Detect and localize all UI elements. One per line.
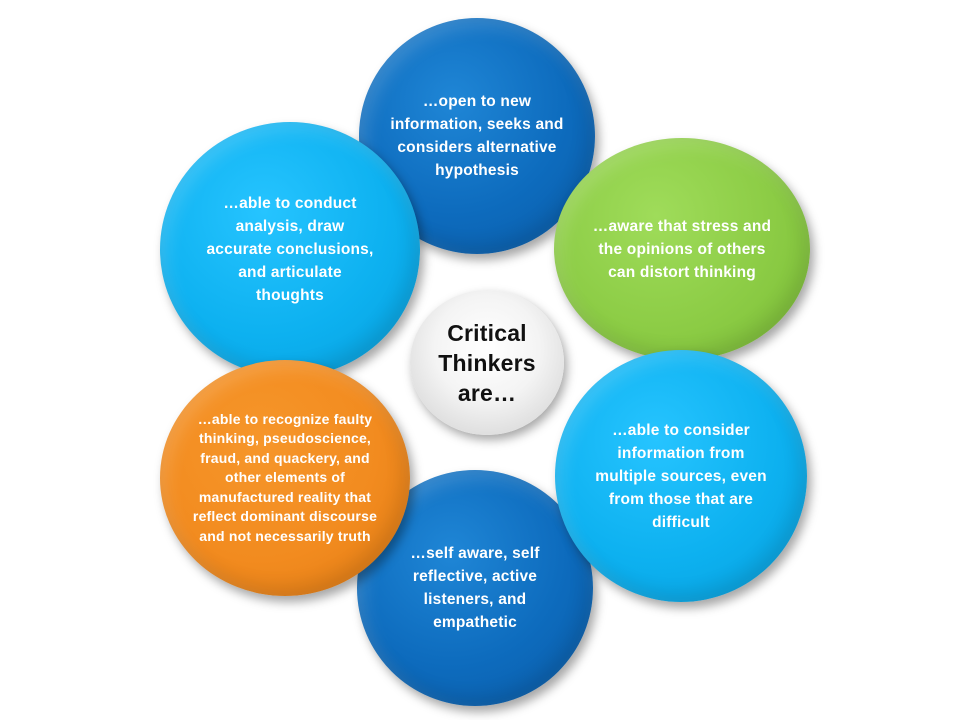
trait-circle-conduct-analysis: …able to conduct analysis, draw accurate… [160,122,420,377]
trait-text-conduct-analysis: …able to conduct analysis, draw accurate… [206,195,374,304]
trait-circle-consider-multiple-sources: …able to consider information from multi… [555,350,807,602]
trait-circle-recognize-faulty-thinking: …able to recognize faulty thinking, pseu… [160,360,410,596]
trait-text-consider-multiple-sources: …able to consider information from multi… [595,421,767,531]
trait-text-aware-of-stress: …aware that stress and the opinions of o… [592,217,772,281]
trait-text-recognize-faulty-thinking: …able to recognize faulty thinking, pseu… [192,410,378,544]
center-circle: Critical Thinkers are… [410,290,564,435]
trait-text-self-aware: …self aware, self reflective, active lis… [410,545,540,631]
trait-text-open-to-new-information: …open to new information, seeks and cons… [390,93,564,179]
trait-circle-aware-of-stress: …aware that stress and the opinions of o… [554,138,810,360]
center-label: Critical Thinkers are… [438,319,536,406]
